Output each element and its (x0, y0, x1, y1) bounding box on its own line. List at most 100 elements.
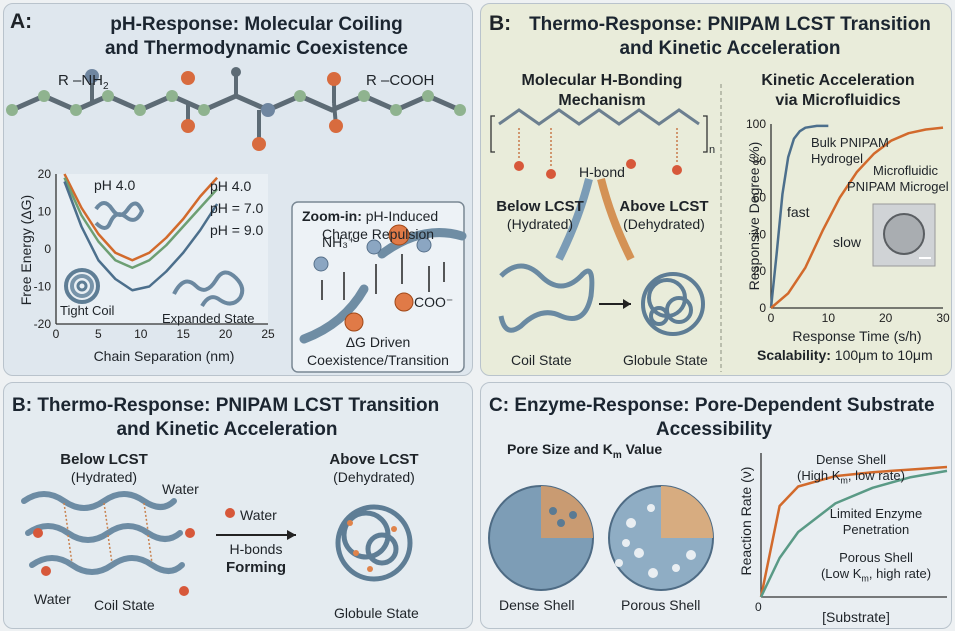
atoms (6, 67, 466, 151)
energy-x-tick: 15 (177, 327, 191, 341)
porous-curve-label-line2: (Low Km, high rate) (820, 566, 932, 584)
porous-shell-graphic (608, 485, 714, 591)
micro-label-line2: PNIPAM Microgel (847, 179, 949, 194)
above-lcst-sub: (Dehydrated) (623, 216, 705, 232)
dense-shell-graphic (488, 485, 594, 591)
energy-x-tick: 5 (95, 327, 102, 341)
bottom-coil-label: Coil State (94, 597, 155, 613)
energy-y-tick: 10 (38, 205, 52, 219)
water-arrow-label: Water (240, 507, 277, 523)
bottom-below-lcst: Below LCST (60, 451, 148, 468)
coil-state-label: Coil State (511, 352, 572, 368)
kinetics-curves (769, 124, 944, 309)
dg-driven-line1: ΔG Driven (345, 334, 411, 350)
energy-y-label: Free Energy (ΔG) (17, 194, 34, 306)
panel-a-title-line2: and Thermodynamic Coexistence (104, 38, 409, 59)
ph4-coil-label: pH 4.0 (94, 177, 136, 193)
panel-b-top-title-line2: and Kinetic Acceleration (619, 38, 841, 59)
fast-label: fast (787, 204, 810, 220)
panel-b-top-label: B: (489, 12, 512, 35)
porous-shell-label: Porous Shell (621, 597, 701, 613)
zoom-title-line2: Charge Repulsion (321, 226, 435, 242)
water-molecules (514, 159, 682, 179)
globule-bottom-graphic (335, 504, 413, 582)
panel-a-label: A: (10, 10, 33, 33)
limited-label-line1: Limited Enzyme (829, 506, 923, 521)
panel-b-bottom-graphics (21, 491, 413, 596)
amine-label: R –NH2 (58, 72, 109, 92)
micro-label-line1: Microfluidic (873, 163, 939, 178)
bottom-below-lcst-sub: (Hydrated) (70, 469, 138, 485)
porous-curve-label-line1: Porous Shell (839, 550, 913, 565)
limited-label-line2: Penetration (842, 522, 910, 537)
nh3-label: NH₃⁺ (322, 234, 356, 250)
energy-x-tick: 20 (219, 327, 233, 341)
mechanism-title-line1: Molecular H-Bonding (521, 72, 683, 89)
kinetics-y-tick: 20 (753, 264, 767, 278)
kinetics-y-tick: 100 (746, 117, 766, 131)
kinetics-curve-2 (770, 126, 944, 309)
panel-a-title-line1: pH-Response: Molecular Coiling (110, 14, 403, 35)
energy-curve-3 (63, 181, 219, 292)
bulk-label-line2: Hydrogel (811, 151, 864, 166)
dg-driven-line2: Coexistence/Transition (307, 352, 449, 368)
curve-label-ph40: pH 4.0 (210, 178, 252, 194)
scalability-text: Scalability: 100μm to 10μm (757, 347, 933, 363)
energy-y-tick: 0 (44, 242, 51, 256)
pore-size-title: Pore Size and Km Value (507, 441, 663, 461)
panel-c-title-line2: Accessibility (655, 419, 773, 440)
energy-y-tick: -20 (34, 317, 52, 331)
kinetics-y-tick: 80 (753, 154, 767, 168)
kinetics-x-label: Response Time (s/h) (792, 328, 922, 344)
kinetics-curve-1 (769, 124, 829, 309)
bottom-above-lcst: Above LCST (329, 451, 419, 468)
energy-curves (63, 173, 219, 292)
kinetics-y-label: Responsive Degree (%) (745, 141, 762, 291)
hbonds-label: H-bonds (229, 541, 283, 557)
panel-b-bottom: B: Thermo-Response: PNIPAM LCST Transiti… (3, 382, 473, 629)
coil-state-graphic (498, 263, 595, 333)
repeat-n-label: n (709, 144, 716, 156)
kinetics-title-line1: Kinetic Acceleration (761, 72, 915, 89)
panel-b-top-title-line1: Thermo-Response: PNIPAM LCST Transition (529, 14, 931, 35)
energy-curve-1 (63, 173, 219, 262)
energy-x-tick: 25 (261, 327, 275, 341)
kinetics-x-tick: 10 (822, 311, 836, 325)
hbond-label: H-bond (579, 164, 625, 180)
bulk-label-line1: Bulk PNIPAM (811, 135, 889, 150)
water-label-top: Water (162, 481, 199, 497)
energy-y-tick: 20 (38, 167, 52, 181)
panel-b-bottom-title-line1: B: Thermo-Response: PNIPAM LCST Transiti… (12, 395, 440, 416)
tight-coil-graphic (64, 268, 100, 304)
energy-x-tick: 0 (53, 327, 60, 341)
curve-label-ph90: pH = 9.0 (210, 222, 264, 238)
expanded-state-graphic (172, 270, 245, 308)
panel-c: C: Enzyme-Response: Pore-Dependent Subst… (480, 382, 952, 629)
rate-y-label: Reaction Rate (ν) (737, 466, 754, 576)
kinetics-y-tick: 60 (753, 191, 767, 205)
panel-b-bottom-title-line2: and Kinetic Acceleration (116, 419, 338, 440)
kinetics-title-line2: via Microfluidics (775, 92, 901, 109)
kinetics-x-tick: 30 (936, 311, 950, 325)
rate-origin-label: 0 (755, 600, 762, 614)
bottom-globule-label: Globule State (334, 605, 419, 621)
acid-label: R –COOH (366, 72, 435, 89)
repulsion-arrows (321, 254, 445, 300)
molecule-backbone (9, 72, 463, 144)
forming-label: Forming (226, 559, 286, 576)
globule-state-graphic (641, 272, 705, 336)
water-label-bottom: Water (34, 591, 71, 607)
dense-curve-label-line1: Dense Shell (815, 452, 887, 467)
kinetics-y-tick: 0 (759, 301, 766, 315)
dense-curve-label-line2: (High Km, low rate) (797, 468, 905, 486)
above-lcst-label: Above LCST (619, 198, 709, 215)
tight-coil-label: Tight Coil (60, 303, 115, 318)
energy-curve-2 (63, 177, 219, 269)
below-lcst-sub: (Hydrated) (506, 216, 574, 232)
